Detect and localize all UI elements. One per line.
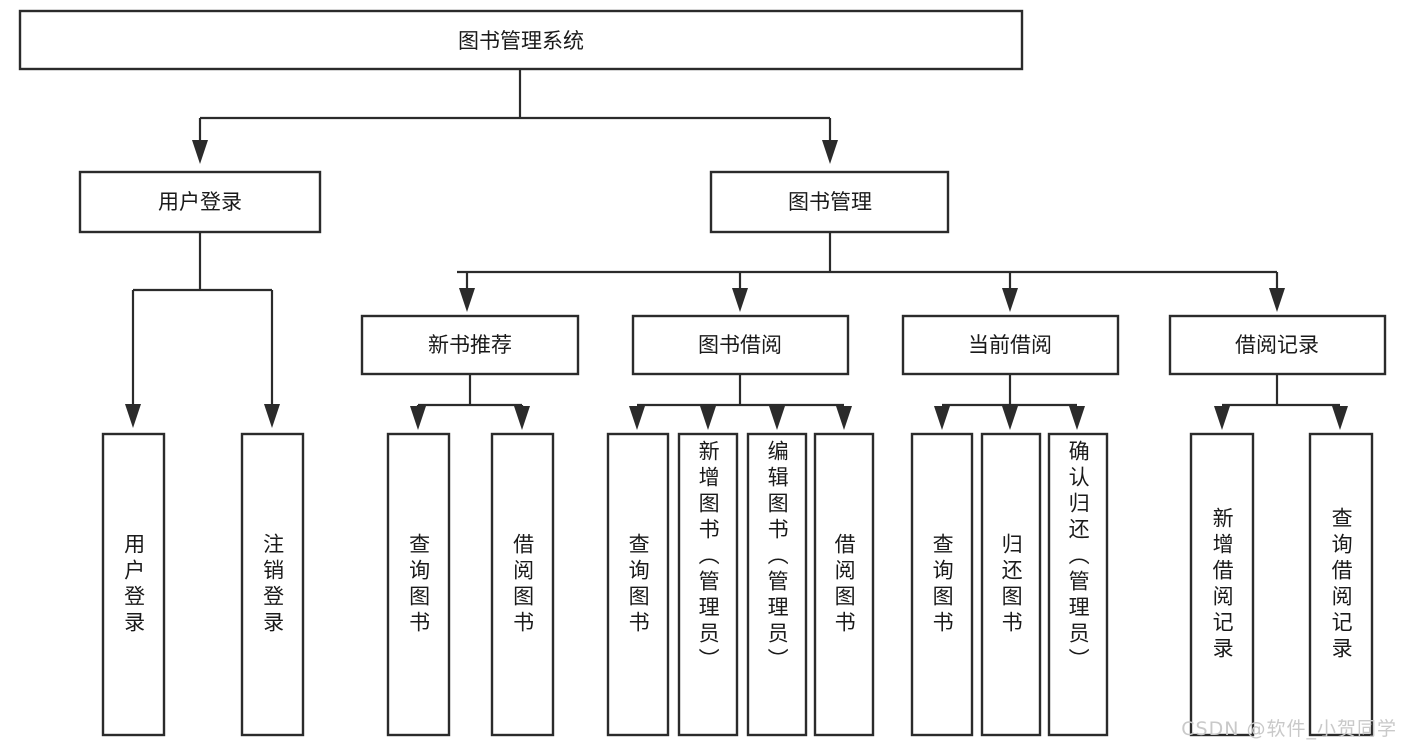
leaf-box-logout[interactable] — [240, 432, 305, 737]
node-current-borrow-box[interactable] — [901, 314, 1120, 376]
connector-newbook-to-leaves — [410, 374, 530, 430]
leaf-box-query-book-1[interactable] — [386, 432, 451, 737]
node-root-label: 图书管理系统 — [458, 29, 584, 53]
node-root[interactable]: 图书管理系统 — [18, 9, 1024, 71]
connector-borrow-to-leaves — [629, 374, 852, 430]
node-new-book-recommend[interactable]: 新书推荐 — [360, 314, 580, 376]
node-book-management[interactable]: 图书管理 — [709, 170, 950, 234]
node-user-login-label: 用户登录 — [158, 190, 242, 214]
node-current-borrow-label: 当前借阅 — [968, 333, 1052, 357]
leaf-box-query-record[interactable] — [1308, 432, 1374, 737]
leaf-box-borrow-book-1[interactable] — [490, 432, 555, 737]
node-current-borrow[interactable]: 当前借阅 — [901, 314, 1120, 376]
connector-userlogin-to-leaves — [125, 233, 280, 428]
leaf-box-query-book-3[interactable] — [910, 432, 974, 737]
connector-root-to-level2 — [192, 69, 838, 164]
node-book-management-label: 图书管理 — [788, 190, 872, 214]
node-book-borrow-label: 图书借阅 — [698, 333, 782, 357]
leaf-box-add-book-admin[interactable] — [677, 432, 739, 737]
leaf-box-return-book[interactable] — [980, 432, 1042, 737]
leaf-box-edit-book-admin[interactable] — [746, 432, 808, 737]
node-borrow-record[interactable]: 借阅记录 — [1168, 314, 1387, 376]
node-new-book-recommend-box[interactable] — [360, 314, 580, 376]
leaf-box-query-book-2[interactable] — [606, 432, 670, 737]
node-book-borrow-box[interactable] — [631, 314, 850, 376]
node-book-borrow[interactable]: 图书借阅 — [631, 314, 850, 376]
connector-record-to-leaves — [1214, 374, 1348, 430]
leaf-box-confirm-return-admin[interactable] — [1047, 432, 1109, 737]
node-book-management-box[interactable] — [709, 170, 950, 234]
node-borrow-record-label: 借阅记录 — [1235, 333, 1319, 357]
node-borrow-record-box[interactable] — [1168, 314, 1387, 376]
leaf-box-borrow-book-2[interactable] — [813, 432, 875, 737]
csdn-watermark: CSDN @软件_小贺同学 — [1181, 718, 1397, 740]
node-root-box[interactable] — [18, 9, 1024, 71]
leaf-box-add-record[interactable] — [1189, 432, 1255, 737]
connector-current-to-leaves — [934, 374, 1085, 430]
node-new-book-recommend-label: 新书推荐 — [428, 333, 512, 357]
node-user-login-box[interactable] — [78, 170, 322, 234]
node-user-login[interactable]: 用户登录 — [78, 170, 322, 234]
leaf-box-user-login[interactable] — [101, 432, 166, 737]
connector-bookmgmt-to-level3 — [457, 233, 1285, 312]
